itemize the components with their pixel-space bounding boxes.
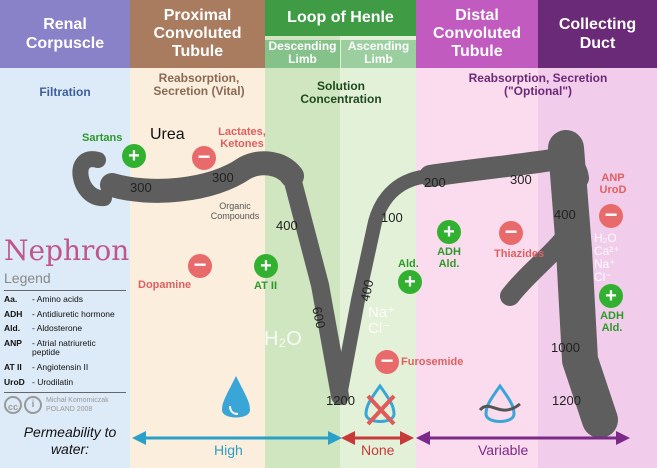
descending-limb-title: Descending Limb xyxy=(268,39,337,66)
legend-divider-bottom xyxy=(4,392,126,393)
attribution-icon: i xyxy=(24,396,42,414)
legend-item-at2: AT II - Angiotensin II xyxy=(4,363,124,372)
minus-icon-dopamine: − xyxy=(188,254,212,278)
plus-icon-adh-ald-cd: + xyxy=(599,284,623,308)
collecting-duct-header: Collecting Duct xyxy=(538,0,657,68)
osmolarity-collecting-c: 1200 xyxy=(552,393,581,408)
legend-desc: - Aldosterone xyxy=(32,323,83,333)
osmolarity-distal-b: 300 xyxy=(510,172,532,187)
osmolarity-collecting-a: 400 xyxy=(554,207,576,222)
legend-desc: - Angiotensin II xyxy=(32,362,89,372)
legend-desc: - Amino acids xyxy=(32,294,84,304)
collecting-duct-branch xyxy=(500,210,588,306)
plus-icon-at2: + xyxy=(254,254,278,278)
nacl-label: Na⁺ Cl⁻ xyxy=(368,304,396,337)
minus-icon-lactates: − xyxy=(192,146,216,170)
ascending-limb xyxy=(333,169,437,403)
osmolarity-collecting-b: 1000 xyxy=(551,340,580,355)
dopamine-label: Dopamine xyxy=(138,279,192,291)
adh-ald-label: ADH Ald. xyxy=(437,246,461,270)
cc-license-icon: cc xyxy=(4,396,22,414)
legend-abbr: UroD xyxy=(4,377,25,387)
minus-icon-thiazides: − xyxy=(499,221,523,245)
renal-corpuscle-function: Filtration xyxy=(39,85,91,99)
osmolarity-bottom: 1200 xyxy=(326,393,355,408)
water-drop-high-icon xyxy=(222,376,250,418)
legend-abbr: Aa. xyxy=(4,294,18,304)
distal-collecting-function: Reabsorption, Secretion ("Optional") xyxy=(468,71,608,98)
permeability-high: High xyxy=(214,442,243,458)
legend-desc: - Antidiuretic hormone xyxy=(32,309,115,319)
legend-subtitle: Legend xyxy=(4,270,51,286)
ascending-limb-title: Ascending Limb xyxy=(347,39,410,66)
legend-item-urod: UroD - Urodilatin xyxy=(4,378,124,387)
legend-divider xyxy=(4,290,126,291)
urea-label: Urea xyxy=(150,126,185,143)
minus-icon-furosemide: − xyxy=(375,350,399,374)
proximal-function: Reabsorption, Secretion (Vital) xyxy=(153,71,245,98)
h2o-label: H₂O xyxy=(264,328,302,350)
plus-icon-ald: + xyxy=(398,270,422,294)
renal-corpuscle-header: Renal Corpuscle xyxy=(0,0,130,68)
credit-year: POLAND 2008 xyxy=(46,406,93,413)
permeability-variable: Variable xyxy=(478,442,529,458)
legend-item-anp: ANP - Atrial natriuretic peptide xyxy=(4,339,124,357)
legend-item-ald: Ald. - Aldosterone xyxy=(4,324,124,333)
legend-item-aa: Aa. - Amino acids xyxy=(4,295,124,304)
renal-corpuscle-title: Renal Corpuscle xyxy=(25,16,105,52)
distal-title: Distal Convoluted Tubule xyxy=(433,7,521,60)
lactates-label: Lactates, Ketones xyxy=(218,126,266,150)
distal-header: Distal Convoluted Tubule xyxy=(416,0,538,68)
legend-abbr: ADH xyxy=(4,309,23,319)
bowman-capsule xyxy=(72,151,112,206)
at2-label: AT II xyxy=(254,280,278,292)
water-drop-variable-icon xyxy=(478,383,521,423)
osmolarity-ascending-b: 100 xyxy=(381,210,403,225)
water-drop-none-icon xyxy=(364,383,396,426)
collecting-ions-label: H₂O Ca²⁺ Na⁺ Cl⁻ xyxy=(594,231,620,284)
organic-compounds-label: Organic Compounds xyxy=(210,201,260,221)
ald-label: Ald. xyxy=(398,258,419,270)
loop-function: Solution Concentration xyxy=(300,79,382,106)
furosemide-label: Furosemide xyxy=(401,356,464,368)
legend-title: Nephron xyxy=(4,234,130,267)
adh-ald-cd-label: ADH Ald. xyxy=(600,310,624,334)
proximal-header: Proximal Convoluted Tubule xyxy=(130,0,265,68)
legend-abbr: ANP xyxy=(4,338,22,348)
legend-abbr: Ald. xyxy=(4,323,21,333)
sartans-label: Sartans xyxy=(82,132,123,144)
plus-icon-sartans: + xyxy=(122,144,146,168)
credit-author: Michał Komorniczak xyxy=(46,397,109,404)
osmolarity-proximal: 300 xyxy=(212,170,234,185)
osmolarity-renal: 300 xyxy=(130,180,152,195)
proximal-tubule xyxy=(100,151,304,203)
permeability-arrows xyxy=(132,431,630,445)
renal-corpuscle-column-bg xyxy=(0,0,130,468)
descending-limb-header: Descending Limb xyxy=(265,40,340,68)
legend-desc: - Urodilatin xyxy=(32,377,74,387)
descending-limb xyxy=(283,169,349,405)
osmolarity-descending-a: 400 xyxy=(276,218,298,233)
legend-item-adh: ADH - Antidiuretic hormone xyxy=(4,310,124,319)
permeability-none: None xyxy=(361,442,395,458)
proximal-title: Proximal Convoluted Tubule xyxy=(153,7,242,60)
anp-urod-label: ANP UroD xyxy=(599,172,627,196)
thiazides-label: Thiazides xyxy=(494,248,545,260)
osmolarity-distal-a: 200 xyxy=(424,175,446,190)
ascending-limb-header: Ascending Limb xyxy=(341,40,416,68)
legend-abbr: AT II xyxy=(4,362,22,372)
loop-of-henle-title: Loop of Henle xyxy=(287,9,394,26)
permeability-label: Permeability to water: xyxy=(23,424,117,457)
collecting-duct-title: Collecting Duct xyxy=(558,16,637,52)
loop-of-henle-header: Loop of Henle xyxy=(265,0,416,36)
collecting-duct xyxy=(548,130,618,438)
plus-icon-adh-ald: + xyxy=(437,220,461,244)
minus-icon-anp-urod: − xyxy=(599,204,623,228)
legend-desc: - Atrial natriuretic peptide xyxy=(32,338,96,357)
